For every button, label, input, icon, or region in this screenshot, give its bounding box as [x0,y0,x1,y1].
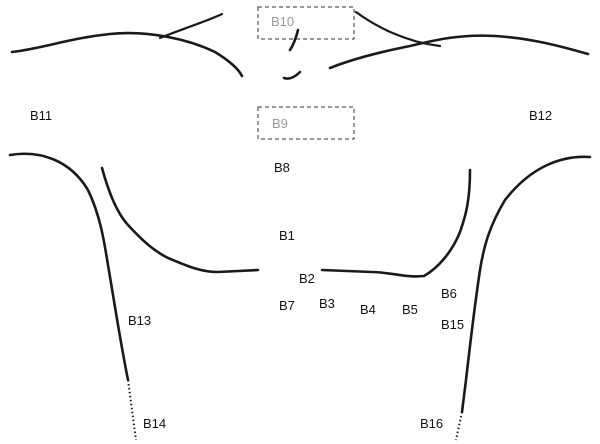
label-b14: B14 [143,416,166,431]
right-shoulder-line [330,36,588,68]
label-b7: B7 [279,298,295,313]
label-b2: B2 [299,271,315,286]
region-labels: B10 B9 B11 B12 B8 B1 B2 B7 B3 B4 B5 B6 B… [30,14,552,431]
label-b5: B5 [402,302,418,317]
label-b16: B16 [420,416,443,431]
neck-line-upper [290,30,298,50]
label-b9: B9 [272,116,288,131]
lower-outline [10,154,590,440]
label-b13: B13 [128,313,151,328]
right-outer-arm-dotted [456,412,462,440]
label-b1: B1 [279,228,295,243]
right-outer-arm-line [462,157,590,412]
left-inner-curve [102,168,258,272]
label-b12: B12 [529,108,552,123]
label-b4: B4 [360,302,376,317]
neck-line-lower [284,72,300,79]
label-b3: B3 [319,296,335,311]
left-outer-arm-line [10,154,128,380]
label-b11: B11 [30,108,52,123]
left-clavicle-line [160,14,222,38]
right-inner-curve [322,170,470,276]
label-b8: B8 [274,160,290,175]
label-b10: B10 [271,14,294,29]
left-outer-arm-dotted [128,380,136,440]
upper-outline [12,12,588,79]
label-b6: B6 [441,286,457,301]
left-shoulder-line [12,33,242,76]
label-b15: B15 [441,317,464,332]
